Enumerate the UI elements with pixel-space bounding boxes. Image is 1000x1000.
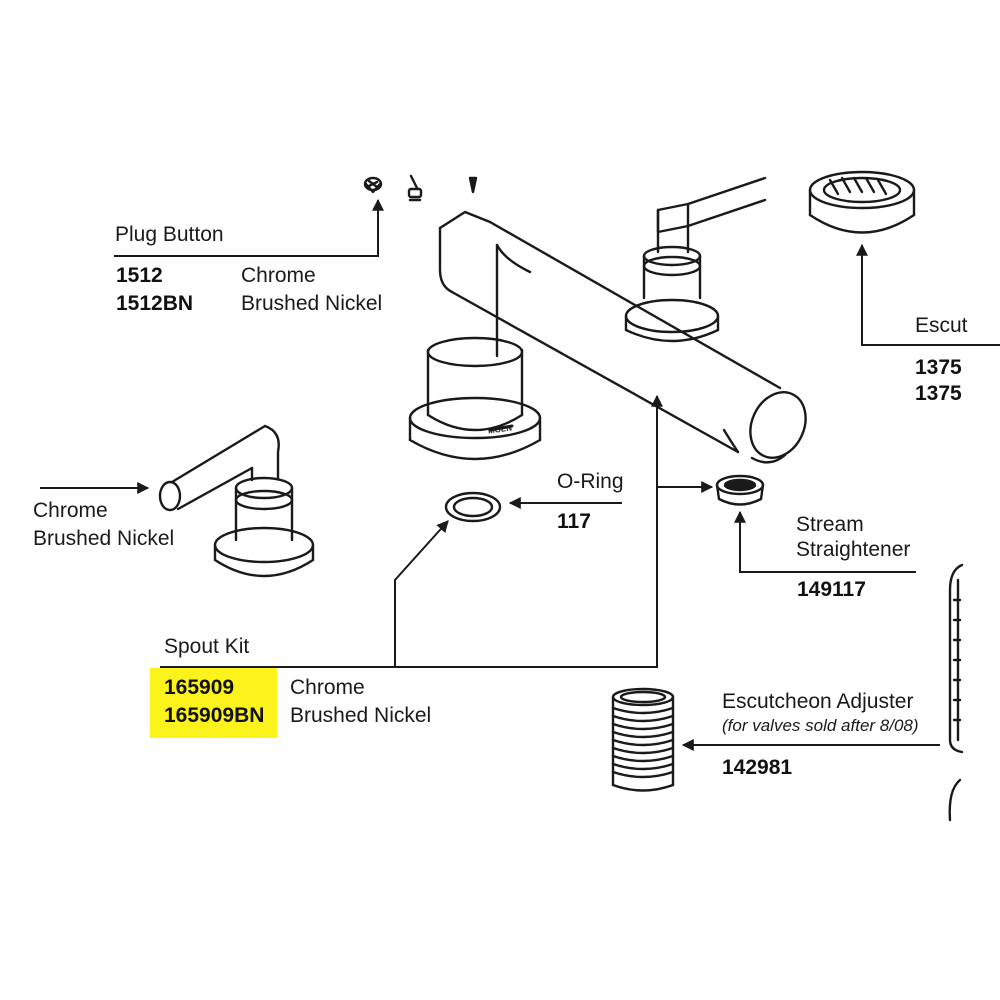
- plug-button-number-nickel: 1512BN: [116, 292, 194, 315]
- escutcheon-leader: [856, 243, 1000, 346]
- spout-kit-highlight: [150, 668, 277, 738]
- stream-straightener-part: [715, 474, 765, 506]
- handle-finish-chrome: Chrome: [33, 499, 108, 522]
- plug-button-part: [363, 176, 383, 194]
- o-ring-title: O-Ring: [557, 470, 624, 493]
- spout-kit-oring-branch: [394, 520, 449, 667]
- set-screw-part-2: [468, 176, 478, 194]
- stream-straightener-number: 149117: [797, 578, 866, 601]
- spout-kit-number-nickel: 165909BN: [164, 704, 265, 727]
- spout-kit-number-chrome: 165909: [164, 676, 235, 699]
- escutcheon-number-2: 1375: [915, 382, 962, 405]
- side-spray-partial: [948, 563, 964, 822]
- handle-finish-nickel: Brushed Nickel: [33, 527, 175, 550]
- plug-button-title: Plug Button: [115, 223, 224, 246]
- escutcheon-part: [808, 170, 916, 234]
- spout-kit-finish-nickel: Brushed Nickel: [290, 704, 432, 727]
- plug-button-finish-chrome: Chrome: [241, 264, 316, 287]
- spout-kit-title: Spout Kit: [164, 635, 250, 658]
- stream-straightener-title-2: Straightener: [796, 538, 911, 561]
- stream-straightener-title-1: Stream: [796, 513, 864, 536]
- o-ring-number: 117: [557, 510, 591, 533]
- plug-button-leader: [114, 198, 384, 257]
- stream-straightener-leader: [734, 510, 916, 573]
- escutcheon-adjuster-number: 142981: [722, 756, 793, 779]
- plug-button-finish-nickel: Brushed Nickel: [241, 292, 383, 315]
- left-handle-part: [158, 424, 315, 578]
- rear-handle-part: [624, 176, 767, 343]
- escutcheon-number-1: 1375: [915, 356, 962, 379]
- set-screw-part: [407, 174, 423, 202]
- escutcheon-adjuster-note: (for valves sold after 8/08): [722, 716, 919, 735]
- escutcheon-title: Escut: [915, 314, 968, 337]
- plug-button-number-chrome: 1512: [116, 264, 163, 287]
- escutcheon-adjuster-part: [611, 687, 675, 792]
- o-ring-part: [444, 491, 502, 523]
- escutcheon-adjuster-title: Escutcheon Adjuster: [722, 690, 914, 713]
- spout-kit-finish-chrome: Chrome: [290, 676, 365, 699]
- spout-part: [408, 210, 807, 464]
